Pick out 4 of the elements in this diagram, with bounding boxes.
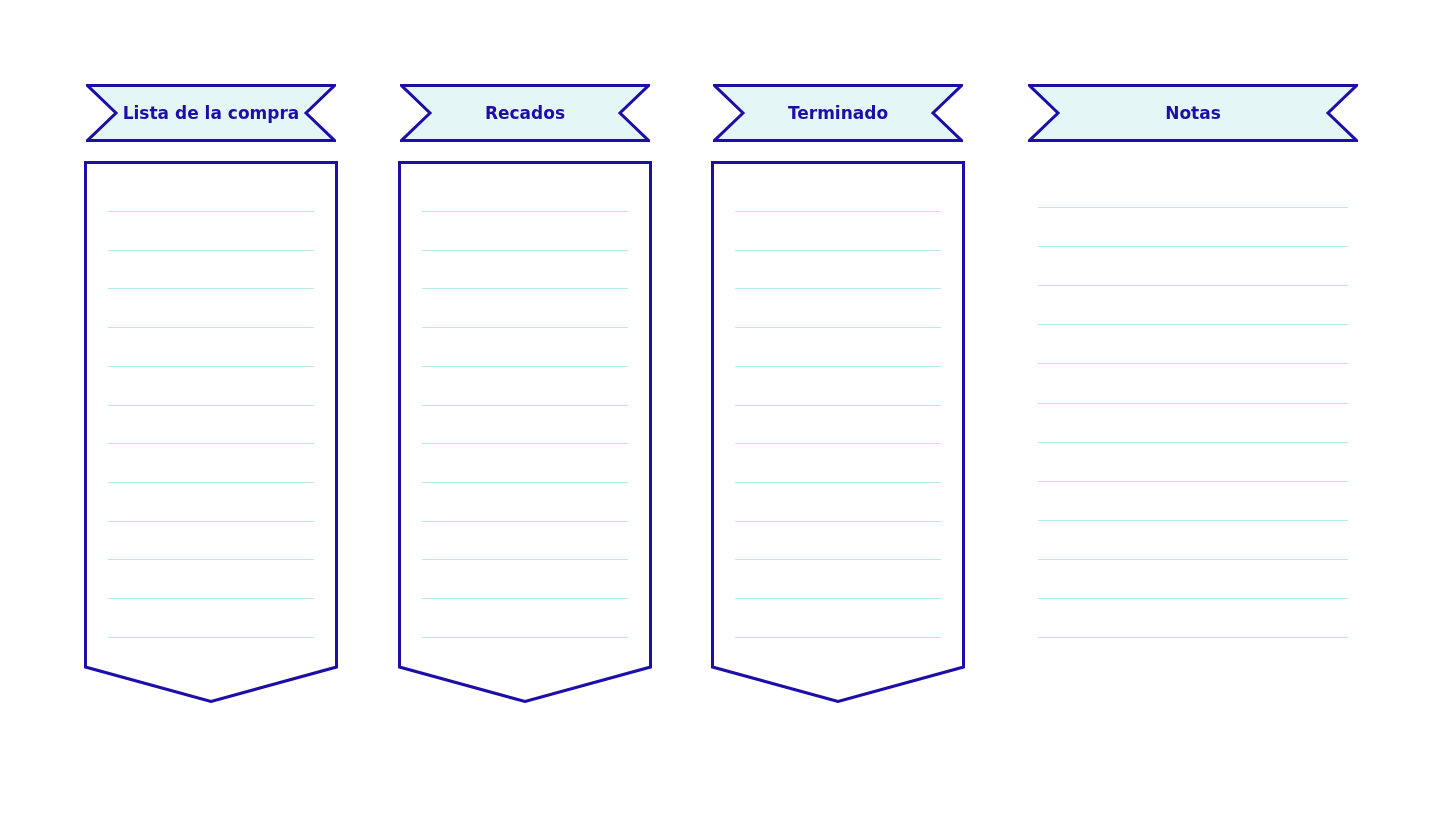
banner-title: Lista de la compra bbox=[121, 103, 301, 123]
banner-title: Terminado bbox=[786, 103, 890, 123]
banner-title: Notas bbox=[1164, 103, 1222, 123]
banner-title: Recados bbox=[483, 103, 567, 123]
